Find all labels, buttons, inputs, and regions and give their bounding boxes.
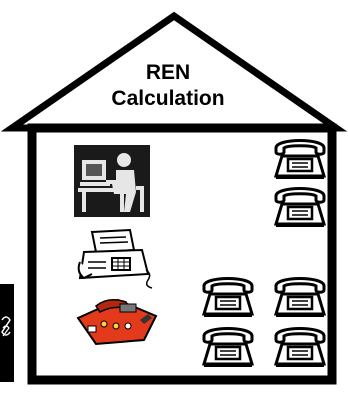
- telephone-icon: [204, 329, 252, 367]
- title-line-1: REN: [88, 62, 248, 84]
- wall-jack-icon: [0, 284, 14, 382]
- telephone-icon: [276, 279, 324, 317]
- telephone-icon: [276, 329, 324, 367]
- telephone-icon: [204, 279, 252, 317]
- computer-user-icon: [74, 145, 150, 217]
- telephone-icon: [276, 141, 324, 179]
- telephone-icon: [276, 189, 324, 227]
- title-line-2: Calculation: [88, 88, 248, 110]
